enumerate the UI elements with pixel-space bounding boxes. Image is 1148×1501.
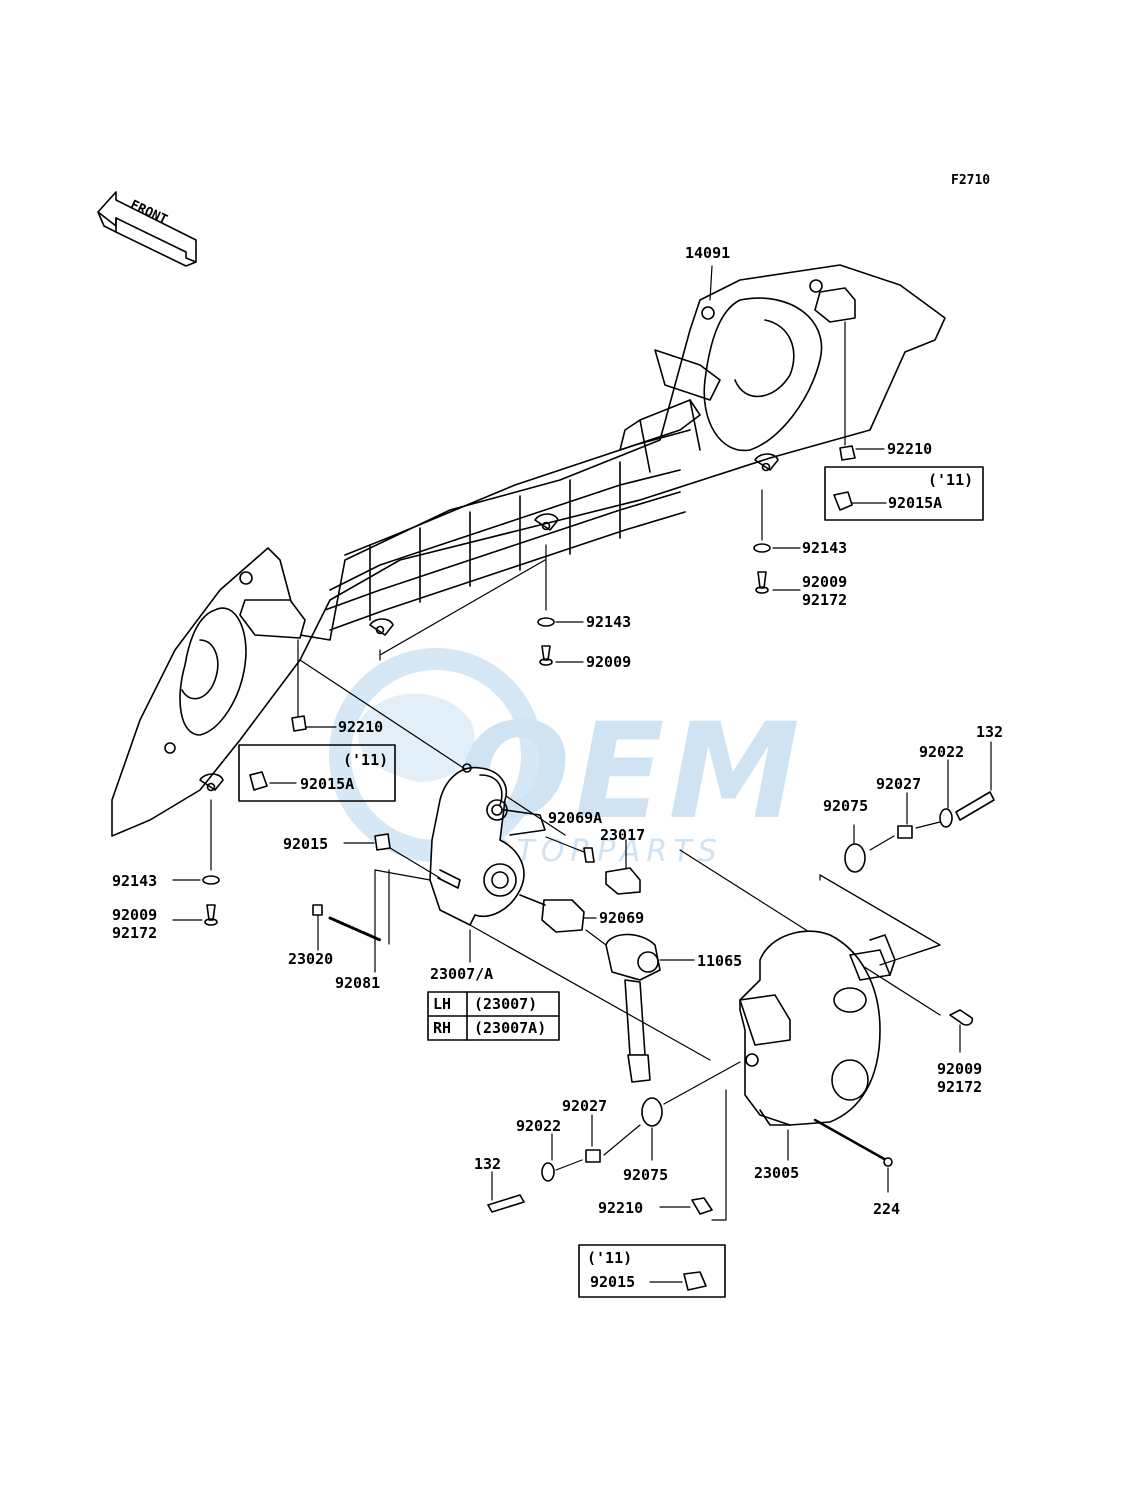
part-label-92069: 92069 (599, 909, 645, 927)
figure-code: F2710 (951, 173, 991, 188)
bulb-92069a-icon (583, 847, 595, 863)
part-label-92009-left: 92009 (112, 906, 158, 924)
part-label-23007a: 23007/A (430, 965, 494, 983)
screw-92009-right-icon (755, 571, 769, 594)
washer-92143-right-icon (753, 543, 771, 553)
part-label-92022-bottom: 92022 (516, 1117, 562, 1135)
part-label-132-bottom: 132 (474, 1155, 502, 1173)
part-label-92210-bottom: 92210 (598, 1199, 644, 1217)
clip-92015a-left-icon (249, 771, 268, 791)
part-label-92015a-left: 92015A (300, 775, 355, 793)
part-label-132-right: 132 (976, 723, 1004, 741)
part-label-92015: 92015 (283, 835, 329, 853)
headlight-housing-23007-icon (429, 763, 546, 926)
year-box-right (824, 466, 984, 521)
part-label-92027-right: 92027 (876, 775, 922, 793)
part-label-92143-mid: 92143 (586, 613, 632, 631)
clip-92210-left-icon (291, 715, 307, 732)
part-label-224: 224 (873, 1200, 901, 1218)
year-label-bottom: ('11) (587, 1249, 633, 1267)
socket-92069-icon (541, 899, 585, 933)
grommet-92075-right-icon (844, 843, 866, 873)
side-table-rh-part: (23007A) (474, 1019, 547, 1037)
part-label-92009-right2: 92009 (937, 1060, 983, 1078)
leader-lines (172, 265, 887, 921)
part-label-14091: 14091 (685, 244, 731, 262)
part-label-92081: 92081 (335, 974, 381, 992)
part-label-92143-left: 92143 (112, 872, 158, 890)
washer-92143-mid-icon (537, 617, 555, 627)
clip-92210-right-icon (839, 445, 856, 461)
part-label-92015-bottom: 92015 (590, 1273, 636, 1291)
socket-11065-icon (605, 933, 661, 1083)
part-label-92172-right2: 92172 (937, 1078, 983, 1096)
part-label-11065: 11065 (697, 952, 743, 970)
part-label-92075-right: 92075 (823, 797, 869, 815)
headlight-cowl-14091 (111, 264, 946, 837)
part-label-23005: 23005 (754, 1164, 800, 1182)
part-label-92210-right: 92210 (887, 440, 933, 458)
screw-92009-mid-icon (539, 645, 553, 666)
part-label-92027-bottom: 92027 (562, 1097, 608, 1115)
part-label-92069a: 92069A (548, 809, 603, 827)
side-table-lh-part: (23007) (474, 995, 538, 1013)
part-label-92009-mid: 92009 (586, 653, 632, 671)
clip-92015a-right-icon (833, 491, 853, 511)
part-label-92009-right: 92009 (802, 573, 848, 591)
side-table-rh-side: RH (433, 1019, 452, 1037)
bolt-132-bottom-icon (487, 1194, 525, 1213)
clip-92210-bottom-icon (691, 1197, 713, 1215)
bolt-132-right-icon (955, 791, 995, 821)
part-label-23020: 23020 (288, 950, 334, 968)
part-label-92210-left: 92210 (338, 718, 384, 736)
part-label-23017: 23017 (600, 826, 646, 844)
part-label-92172-left: 92172 (112, 924, 158, 942)
collar-92027-right-icon (897, 825, 913, 839)
grommet-92075-bottom-icon (641, 1097, 663, 1127)
part-label-92075-bottom: 92075 (623, 1166, 669, 1184)
year-box-bottom (578, 1244, 726, 1298)
part-label-92172-right: 92172 (802, 591, 848, 609)
year-box-left (238, 744, 396, 802)
part-label-92015a-right: 92015A (888, 494, 943, 512)
washer-92143-left-icon (202, 875, 220, 885)
headlight-housing-23005-icon (739, 930, 896, 1126)
part-label-92143-right: 92143 (802, 539, 848, 557)
nut-23020-icon (312, 904, 323, 916)
screw-92009-right2-icon (949, 1009, 974, 1026)
washer-92022-bottom-icon (541, 1162, 555, 1182)
bolt-224-icon (813, 1118, 888, 1162)
clip-92015-bottom-icon (683, 1271, 707, 1291)
screw-92009-left-icon (204, 904, 218, 926)
spring-92081-icon (328, 916, 382, 942)
washer-92022-right-icon (939, 808, 953, 828)
side-table-lh-side: LH (433, 995, 452, 1013)
clip-92015-icon (374, 833, 391, 851)
part-label-92022-right: 92022 (919, 743, 965, 761)
year-label-left: ('11) (343, 751, 389, 769)
year-label-right: ('11) (928, 471, 974, 489)
socket-23017-icon (605, 867, 641, 895)
collar-92027-bottom-icon (585, 1149, 601, 1163)
front-arrow-icon: FRONT (97, 191, 197, 267)
